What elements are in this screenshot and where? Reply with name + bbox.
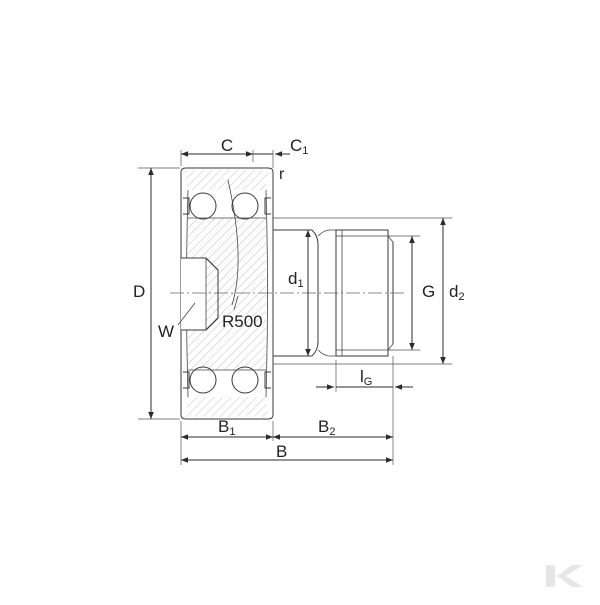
- inner-ring: [181, 179, 266, 371]
- label-c1: C1: [290, 136, 308, 157]
- label-d2: d2: [449, 282, 465, 303]
- dimension-d2: d2: [273, 217, 465, 365]
- dimension-d1: d1: [288, 230, 311, 356]
- label-b1: B1: [218, 417, 235, 438]
- ball-top-left: [189, 192, 217, 220]
- dimension-c: C: [180, 136, 274, 168]
- ball-bottom-left: [189, 366, 217, 394]
- label-lg: lG: [360, 367, 372, 388]
- label-d: D: [133, 282, 145, 301]
- ball-bearings: [183, 192, 271, 394]
- dimension-c1: C1: [253, 136, 308, 157]
- k-logo-icon: [546, 565, 583, 587]
- label-b: B: [276, 442, 287, 461]
- ball-top-right: [231, 192, 259, 220]
- label-w-group: W: [158, 302, 196, 341]
- seal-bottom-left: [183, 371, 190, 389]
- label-c: C: [221, 136, 233, 155]
- ball-bottom-right: [231, 366, 259, 394]
- dimension-d: D: [133, 167, 180, 420]
- label-d1: d1: [288, 269, 304, 290]
- dimension-b: B: [181, 442, 393, 463]
- seal-top-right: [264, 197, 271, 215]
- seal-top-left: [183, 197, 190, 215]
- label-w: W: [158, 322, 174, 341]
- label-g: G: [422, 282, 435, 301]
- label-b2: B2: [318, 417, 335, 438]
- dimension-g: G: [393, 235, 435, 351]
- label-r500: R500: [222, 312, 263, 331]
- dimension-lg: lG: [316, 356, 413, 392]
- seal-bottom-right: [264, 371, 271, 389]
- label-r: r: [279, 166, 285, 183]
- label-r500-group: R500: [222, 295, 263, 331]
